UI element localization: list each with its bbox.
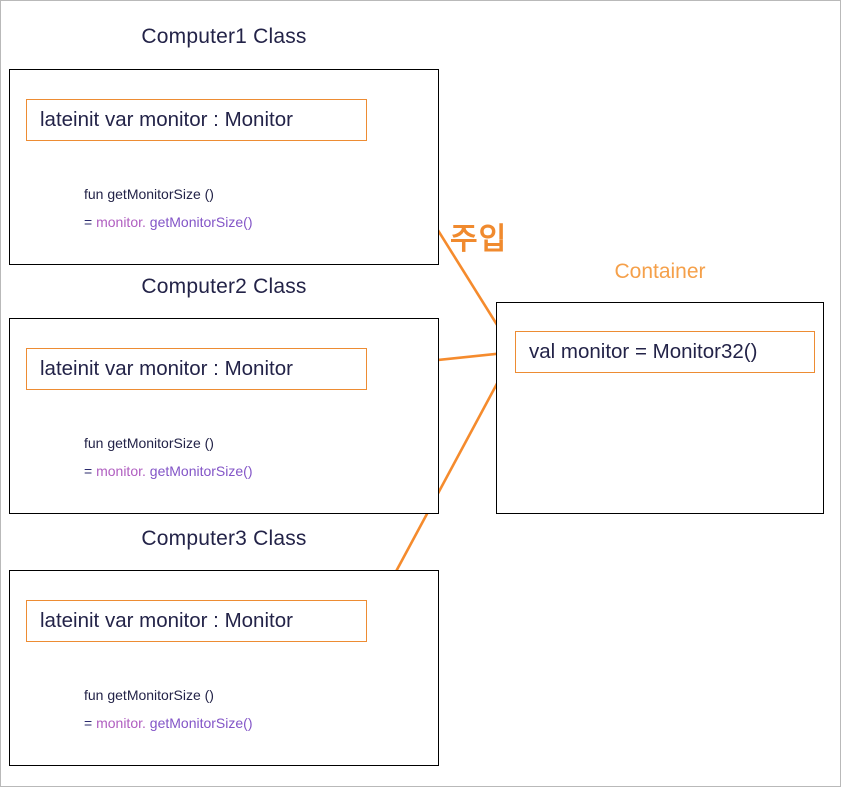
method-eq-computer3: = <box>84 715 93 731</box>
class-title-computer1: Computer1 Class <box>141 25 307 48</box>
method-signature-computer1: fun getMonitorSize () <box>84 186 214 202</box>
method-dot-computer2: . <box>142 463 146 479</box>
method-ref-computer2: monitor <box>96 463 142 479</box>
field-box-computer1: lateinit var monitor : Monitor <box>26 99 367 141</box>
method-call-computer1: getMonitorSize() <box>149 214 253 230</box>
method-dot-computer1: . <box>142 214 146 230</box>
class-title-computer3: Computer3 Class <box>141 527 307 550</box>
method-call-computer2: getMonitorSize() <box>149 463 253 479</box>
method-dot-computer3: . <box>142 715 146 731</box>
field-box-computer3: lateinit var monitor : Monitor <box>26 600 367 642</box>
method-eq-computer1: = <box>84 214 93 230</box>
method-ref-computer1: monitor <box>96 214 142 230</box>
method-block-computer1: fun getMonitorSize () = monitor. getMoni… <box>84 180 252 236</box>
method-body-computer2: = monitor. getMonitorSize() <box>84 457 252 485</box>
method-body-computer1: = monitor. getMonitorSize() <box>84 208 252 236</box>
class-box-computer3: lateinit var monitor : Monitor fun getMo… <box>9 570 439 766</box>
method-eq-computer2: = <box>84 463 93 479</box>
method-block-computer2: fun getMonitorSize () = monitor. getMoni… <box>84 429 252 485</box>
inject-label: 주입 <box>450 223 508 256</box>
method-body-computer3: = monitor. getMonitorSize() <box>84 709 252 737</box>
field-box-computer2: lateinit var monitor : Monitor <box>26 348 367 390</box>
method-call-computer3: getMonitorSize() <box>149 715 253 731</box>
method-ref-computer3: monitor <box>96 715 142 731</box>
container-title: Container <box>614 260 706 283</box>
class-box-computer2: lateinit var monitor : Monitor fun getMo… <box>9 318 439 514</box>
class-box-computer1: lateinit var monitor : Monitor fun getMo… <box>9 69 439 265</box>
container-declaration-box: val monitor = Monitor32() <box>515 331 815 373</box>
container-box: val monitor = Monitor32() <box>496 302 824 514</box>
method-block-computer3: fun getMonitorSize () = monitor. getMoni… <box>84 681 252 737</box>
class-title-computer2: Computer2 Class <box>141 275 307 298</box>
method-signature-computer2: fun getMonitorSize () <box>84 435 214 451</box>
method-signature-computer3: fun getMonitorSize () <box>84 687 214 703</box>
